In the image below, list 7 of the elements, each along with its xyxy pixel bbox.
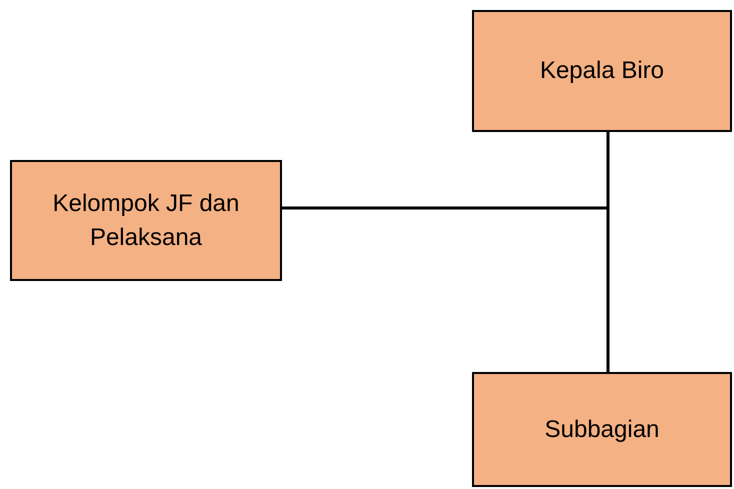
box-label: Kelompok JF dan Pelaksana [52,188,240,252]
org-box [472,10,732,132]
box-label: Kepala Biro [540,56,664,86]
box-label: Subbagian [544,414,660,444]
org-box [472,372,732,487]
org-box [10,160,282,281]
connector-line [282,132,610,210]
